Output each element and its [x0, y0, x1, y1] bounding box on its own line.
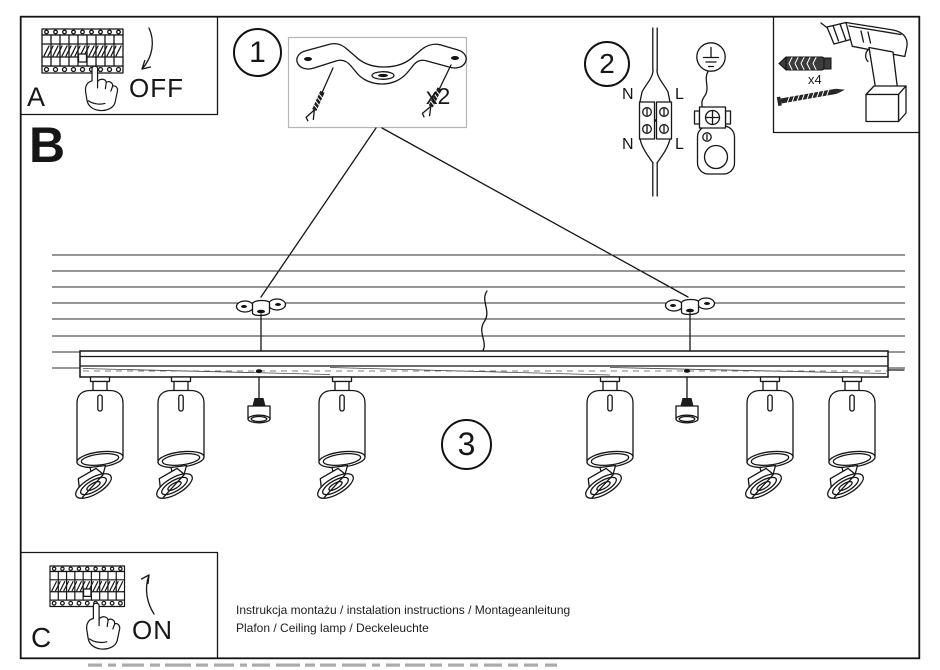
leader-lines [260, 127, 689, 298]
panel-c-label: C [31, 622, 52, 653]
off-label: OFF [129, 73, 184, 103]
footer-line-1: Instrukcja montażu / instalation instruc… [236, 603, 571, 617]
step-2-badge: 2 [584, 41, 630, 87]
spotlight [310, 376, 367, 504]
step-3-badge: 3 [441, 419, 492, 470]
wire-live-top: L [675, 86, 684, 103]
arrow-up-icon [140, 574, 155, 615]
spotlight [820, 376, 877, 504]
step-1-badge: 1 [233, 28, 282, 77]
pendant-bulb [675, 376, 699, 424]
footer-text: Instrukcja montażu / instalation instruc… [236, 601, 570, 637]
pendant-bulb [247, 376, 271, 424]
step-3-number: 3 [457, 426, 476, 462]
on-label: ON [132, 615, 173, 645]
circuit-breaker-icon [41, 28, 124, 74]
spotlight [68, 376, 125, 504]
step-1-number: 1 [249, 35, 266, 69]
ground-terminal-drawing [693, 70, 736, 175]
wire-live-bottom: L [675, 136, 684, 153]
ceiling-bracket-icon [664, 297, 716, 316]
lamp-rail-drawing [79, 350, 905, 378]
page-frame [19, 15, 921, 660]
screw-icon [776, 88, 846, 107]
wire-neutral-top: N [622, 86, 634, 103]
arrow-down-icon [141, 27, 153, 70]
anchor-quantity: x4 [808, 72, 822, 87]
pointing-hand-icon [86, 602, 121, 650]
mounting-bracket-drawing [296, 43, 467, 123]
cutoff-text-marks [88, 663, 557, 667]
spotlight [149, 376, 206, 504]
panel-a-label: A [27, 82, 46, 112]
drill-icon [820, 21, 908, 123]
bracket-stems [260, 312, 691, 352]
ceiling-bracket-icon [235, 298, 287, 317]
spotlight [738, 376, 795, 504]
wire-neutral-bottom: N [622, 136, 634, 153]
ground-symbol-icon [696, 42, 726, 72]
wiring-terminal-drawing [638, 27, 673, 197]
breaker-off-scene [41, 27, 153, 112]
breaker-on-scene [49, 565, 155, 650]
wall-plug-icon [778, 55, 832, 72]
power-cord [481, 290, 488, 353]
panel-b-label: B [29, 117, 66, 173]
step-2-number: 2 [599, 48, 615, 79]
spotlight [578, 376, 635, 504]
circuit-breaker-icon [49, 565, 126, 608]
footer-line-2: Plafon / Ceiling lamp / Deckeleuchte [236, 621, 429, 635]
bracket-quantity: x2 [426, 83, 451, 109]
